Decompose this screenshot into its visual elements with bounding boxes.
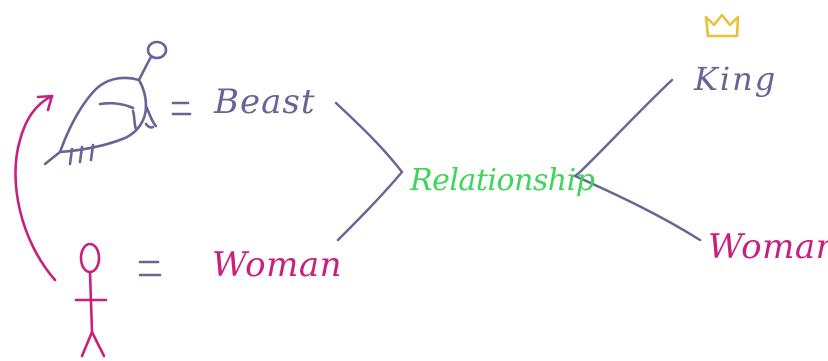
- connector-right: [572, 78, 702, 242]
- equals-sign-top: [171, 101, 192, 116]
- stick-figure-icon: [74, 242, 108, 358]
- equals-sign-bottom: [138, 260, 162, 277]
- label-woman-right: Woman: [708, 227, 828, 267]
- label-relationship: Relationship: [409, 163, 595, 198]
- crown-icon: [704, 13, 740, 38]
- label-king: King: [693, 60, 777, 98]
- bird-drawing-icon: [43, 40, 168, 166]
- label-beast: Beast: [213, 82, 316, 122]
- curved-arrow-icon: [14, 94, 57, 282]
- connector-left: [334, 101, 404, 242]
- label-woman-left: Woman: [212, 245, 342, 285]
